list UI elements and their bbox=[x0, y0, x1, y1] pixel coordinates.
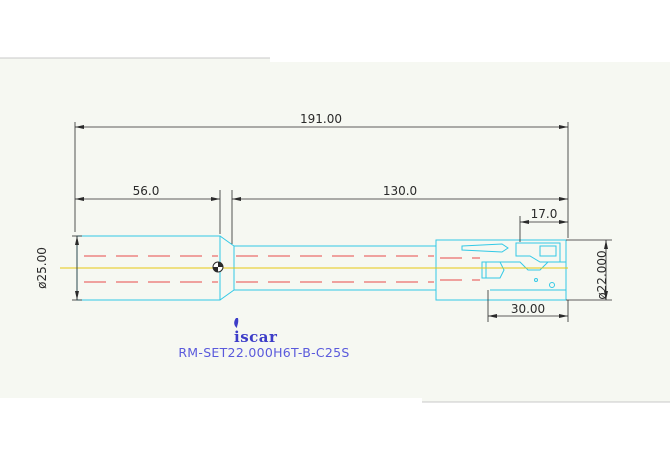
insert bbox=[539, 245, 557, 257]
dim-insert-length: 17.0 bbox=[531, 207, 558, 221]
product-code: RM-SET22.000H6T-B-C25S bbox=[178, 345, 349, 360]
head-hole-small bbox=[534, 278, 538, 282]
insert-pocket bbox=[515, 242, 561, 263]
coolant-channel bbox=[461, 243, 509, 253]
dimension-arrows bbox=[75, 125, 608, 318]
hidden-lines bbox=[84, 255, 480, 283]
dim-shank-length: 56.0 bbox=[133, 184, 160, 198]
dim-overall-length: 191.00 bbox=[300, 112, 342, 126]
svg-text:iscar: iscar bbox=[234, 328, 278, 346]
chip-gullet bbox=[500, 261, 566, 271]
logo-flame-icon bbox=[234, 318, 239, 328]
dim-cutting-diameter: ø22.000 bbox=[595, 250, 609, 299]
dim-head-length: 30.00 bbox=[511, 302, 545, 316]
gauge-point-symbol bbox=[212, 261, 224, 273]
head-hole bbox=[549, 282, 555, 288]
brand-logo: iscar bbox=[234, 318, 278, 346]
clamp-screw bbox=[481, 261, 505, 279]
shank-chamfer bbox=[219, 235, 235, 301]
dim-body-length: 130.0 bbox=[383, 184, 417, 198]
dim-shank-diameter: ø25.00 bbox=[35, 247, 49, 289]
